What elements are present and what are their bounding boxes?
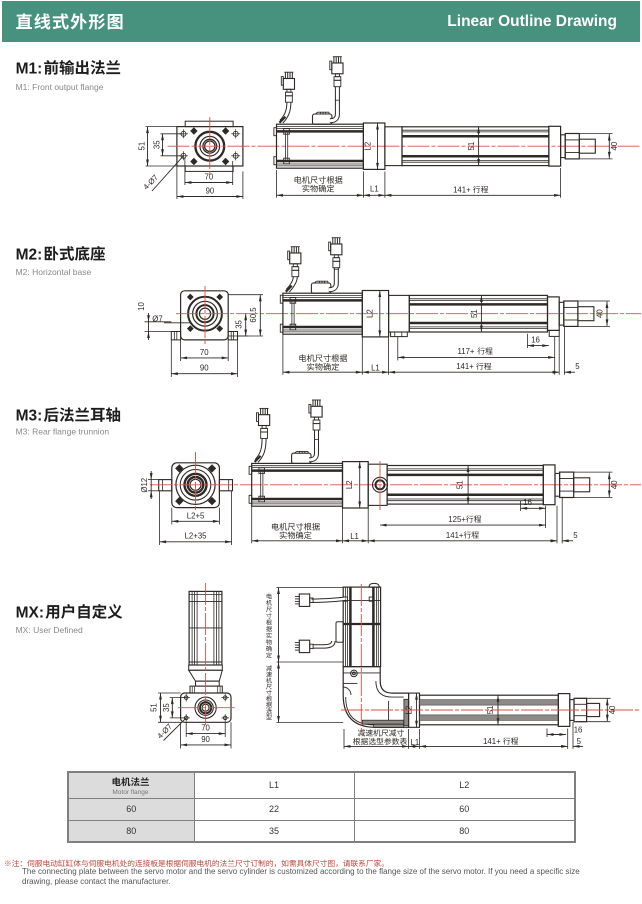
- svg-text:70: 70: [205, 173, 214, 182]
- svg-text:141+: 141+: [456, 362, 474, 371]
- svg-text:51: 51: [150, 703, 159, 712]
- svg-text:125+: 125+: [448, 515, 466, 524]
- svg-text:M3:: M3:: [16, 408, 43, 425]
- svg-text:35: 35: [153, 140, 162, 149]
- svg-text:L2+5: L2+5: [187, 511, 205, 520]
- svg-text:L2: L2: [345, 480, 354, 489]
- svg-text:L2: L2: [405, 706, 414, 715]
- svg-text:60.5: 60.5: [249, 307, 258, 323]
- svg-text:35: 35: [234, 319, 243, 328]
- svg-text:M2: Horizontal base: M2: Horizontal base: [16, 267, 92, 277]
- svg-text:90: 90: [200, 364, 209, 373]
- svg-text:70: 70: [201, 724, 210, 733]
- svg-text:5: 5: [575, 362, 580, 371]
- svg-text:35: 35: [162, 703, 171, 712]
- svg-text:141+: 141+: [483, 737, 501, 746]
- svg-text:117+: 117+: [458, 347, 475, 356]
- svg-text:L1: L1: [411, 738, 420, 747]
- svg-text:4-Ø7: 4-Ø7: [155, 722, 174, 741]
- svg-text:L1: L1: [350, 532, 359, 541]
- svg-text:M3: Rear flange trunnion: M3: Rear flange trunnion: [16, 427, 110, 437]
- svg-text:90: 90: [201, 735, 210, 744]
- svg-text:5: 5: [573, 531, 578, 540]
- svg-text:M1: Front output flange: M1: Front output flange: [16, 82, 104, 92]
- svg-text:51: 51: [470, 309, 479, 318]
- svg-text:141+: 141+: [446, 531, 464, 540]
- svg-text:51: 51: [467, 142, 476, 151]
- svg-text:51: 51: [486, 706, 495, 715]
- svg-text:90: 90: [206, 187, 215, 196]
- svg-text:51: 51: [137, 142, 146, 151]
- svg-text:40: 40: [610, 141, 619, 150]
- svg-text:Ø7: Ø7: [152, 314, 162, 323]
- svg-text:16: 16: [531, 336, 540, 345]
- svg-text:141+: 141+: [453, 185, 471, 194]
- svg-text:70: 70: [200, 348, 209, 357]
- svg-text:M1:: M1:: [16, 60, 43, 77]
- svg-text:4-Ø7: 4-Ø7: [141, 173, 160, 192]
- svg-text:L1: L1: [371, 363, 380, 372]
- svg-text:40: 40: [596, 309, 605, 318]
- svg-text:5: 5: [577, 737, 582, 746]
- svg-text:L2: L2: [366, 309, 375, 318]
- svg-text:MX: User Defined: MX: User Defined: [16, 625, 83, 635]
- svg-text:16: 16: [523, 498, 532, 507]
- svg-text:16: 16: [574, 725, 583, 734]
- svg-text:L1: L1: [370, 185, 379, 194]
- svg-text:Ø12: Ø12: [140, 478, 149, 493]
- svg-text:L2+35: L2+35: [185, 531, 208, 540]
- svg-text:M2:: M2:: [16, 246, 43, 263]
- svg-text:40: 40: [610, 480, 619, 489]
- svg-text:10: 10: [137, 301, 146, 310]
- svg-text:51: 51: [455, 480, 464, 489]
- svg-text:40: 40: [608, 705, 617, 714]
- svg-text:MX:: MX:: [16, 604, 44, 621]
- svg-text:L2: L2: [363, 142, 372, 151]
